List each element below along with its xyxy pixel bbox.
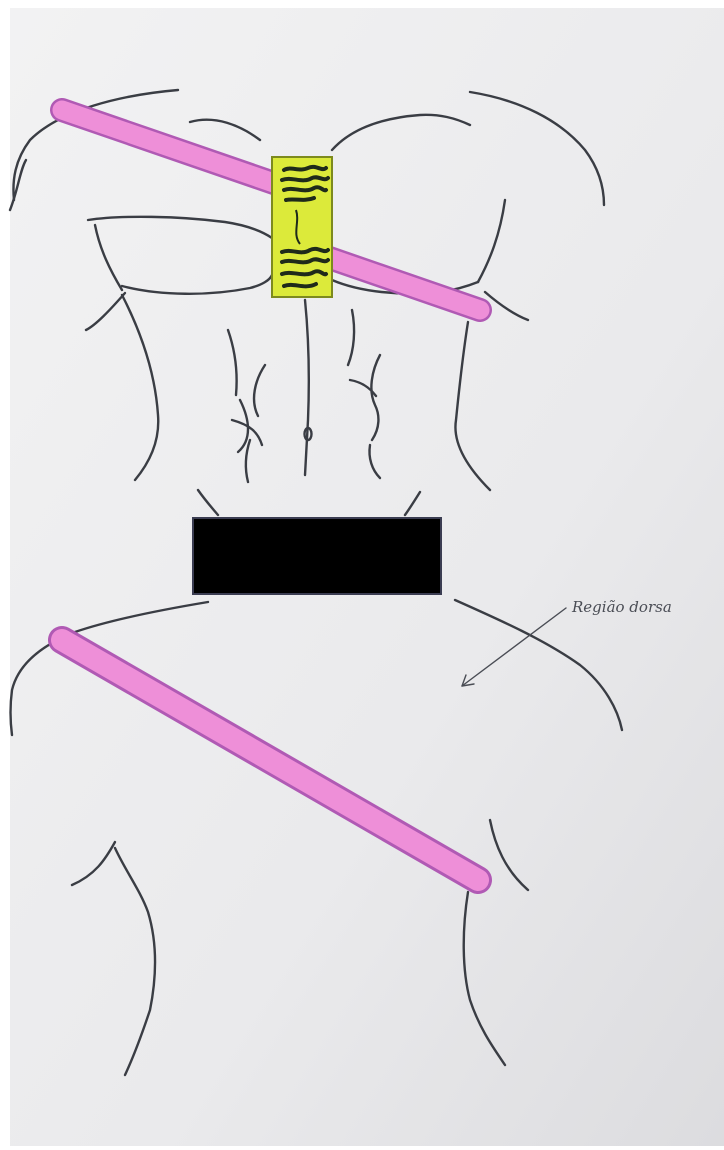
- redaction-box: [193, 518, 441, 594]
- annotation-label: Região dorsa: [571, 598, 672, 616]
- sternum-device: [272, 157, 332, 297]
